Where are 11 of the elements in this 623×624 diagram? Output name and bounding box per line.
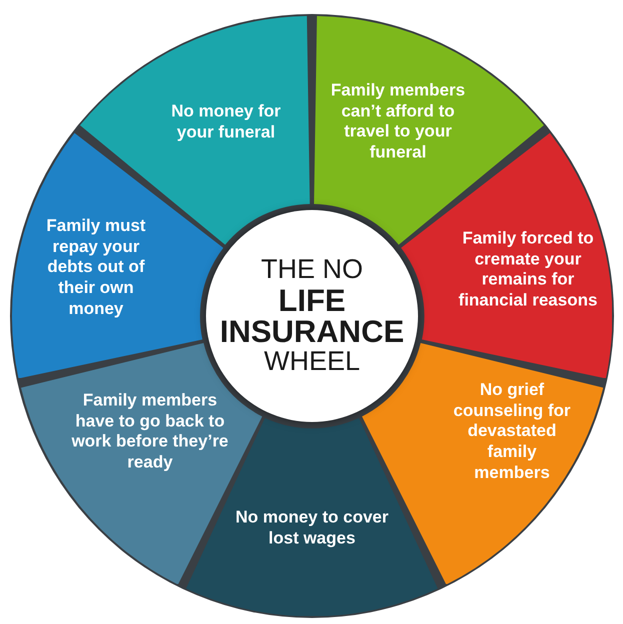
segment-text: Family members can’t afford to travel to your funeral xyxy=(330,80,466,164)
segment-text: Family must repay your debts out of their own money xyxy=(45,216,147,320)
segment-text: Family forced to cremate your remains for financial reasons xyxy=(458,228,598,312)
wheel-segment xyxy=(20,342,262,584)
segment-text: Family members have to go back to work before they’re ready xyxy=(70,390,230,474)
center-title-text: THE NO xyxy=(260,255,363,285)
segment-text: No grief counseling for devastated family members xyxy=(452,380,572,484)
segment-text: No money for your funeral xyxy=(170,101,282,143)
segment-text: No money to cover lost wages xyxy=(234,507,390,549)
center-title-text: WHEEL xyxy=(264,347,360,377)
center-title-text: LIFE INSURANCE xyxy=(218,285,406,347)
